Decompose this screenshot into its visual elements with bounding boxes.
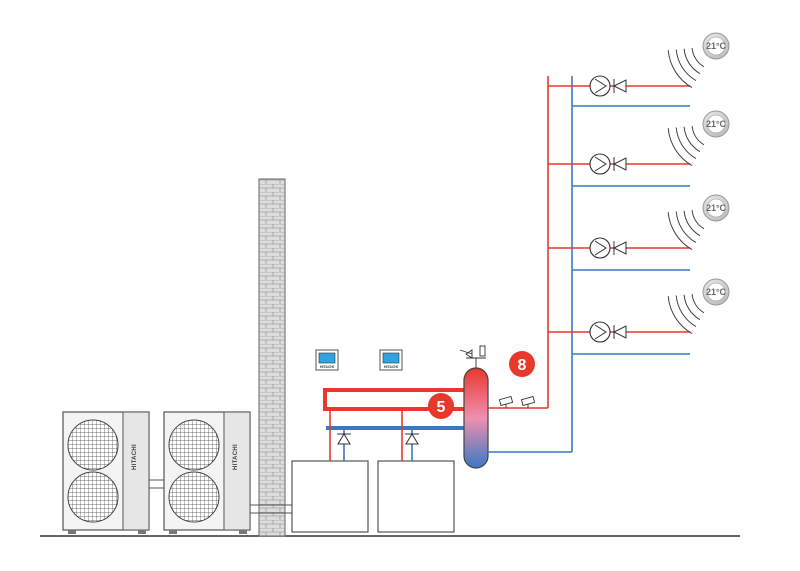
check-valve-icon bbox=[612, 79, 627, 93]
badge-8: 8 bbox=[509, 351, 535, 377]
check-valve-icon bbox=[337, 433, 351, 445]
badge-5-label: 5 bbox=[437, 399, 446, 416]
check-valve-icon bbox=[612, 157, 627, 171]
thermostat-reading: 21°C bbox=[706, 41, 727, 51]
thermostat-reading: 21°C bbox=[706, 287, 727, 297]
temperature-sensor-icon bbox=[520, 395, 536, 408]
room-thermostat: 21°C bbox=[702, 194, 730, 222]
indoor-unit-1 bbox=[291, 460, 369, 533]
zone-circuit-4: 21°C bbox=[548, 278, 730, 355]
buffer-tank bbox=[463, 367, 489, 469]
unit-brand-label: HITACHI bbox=[233, 444, 239, 470]
refrigerant-connections bbox=[149, 479, 292, 514]
circulation-pump-icon bbox=[589, 237, 611, 259]
room-thermostat: 21°C bbox=[702, 32, 730, 60]
zone-circuit-3: 21°C bbox=[548, 194, 730, 271]
fan-grille-icon bbox=[67, 419, 119, 471]
fan-grille-icon bbox=[168, 419, 220, 471]
controller-brand-label: HITACHI bbox=[384, 365, 398, 369]
remote-controller-1: HITACHI bbox=[315, 349, 339, 371]
fan-grille-icon bbox=[67, 471, 119, 523]
wireless-signal-icon bbox=[667, 48, 705, 89]
circulation-pump-icon bbox=[589, 321, 611, 343]
room-thermostat: 21°C bbox=[702, 110, 730, 138]
outdoor-unit-1: HITACHI bbox=[62, 411, 150, 534]
remote-controller-2: HITACHI bbox=[379, 349, 403, 371]
brick-wall bbox=[258, 178, 286, 537]
room-thermostat: 21°C bbox=[702, 278, 730, 306]
zone-circuit-2: 21°C bbox=[548, 110, 730, 187]
badge-5: 5 bbox=[428, 393, 454, 419]
indoor-unit-connections bbox=[329, 409, 413, 461]
wireless-signal-icon bbox=[667, 126, 705, 167]
safety-valve-icon bbox=[459, 345, 486, 368]
zone-circuits: 21°C 21°C 21°C 21°C bbox=[548, 32, 730, 355]
wireless-signal-icon bbox=[667, 294, 705, 335]
temperature-sensor-icon bbox=[498, 395, 514, 408]
controller-brand-label: HITACHI bbox=[320, 365, 334, 369]
indoor-unit-2 bbox=[377, 460, 455, 533]
supply-header-pipe bbox=[323, 388, 474, 411]
check-valve-icon bbox=[612, 241, 627, 255]
check-valve-icon bbox=[612, 325, 627, 339]
circulation-pump-icon bbox=[589, 75, 611, 97]
fan-grille-icon bbox=[168, 471, 220, 523]
outdoor-unit-2: HITACHI bbox=[163, 411, 251, 534]
unit-brand-label: HITACHI bbox=[132, 444, 138, 470]
zone-circuit-1: 21°C bbox=[548, 32, 730, 107]
thermostat-reading: 21°C bbox=[706, 119, 727, 129]
check-valve-icon bbox=[405, 433, 419, 445]
circulation-pump-icon bbox=[589, 153, 611, 175]
badge-8-label: 8 bbox=[518, 357, 527, 374]
thermostat-reading: 21°C bbox=[706, 203, 727, 213]
wireless-signal-icon bbox=[667, 210, 705, 251]
